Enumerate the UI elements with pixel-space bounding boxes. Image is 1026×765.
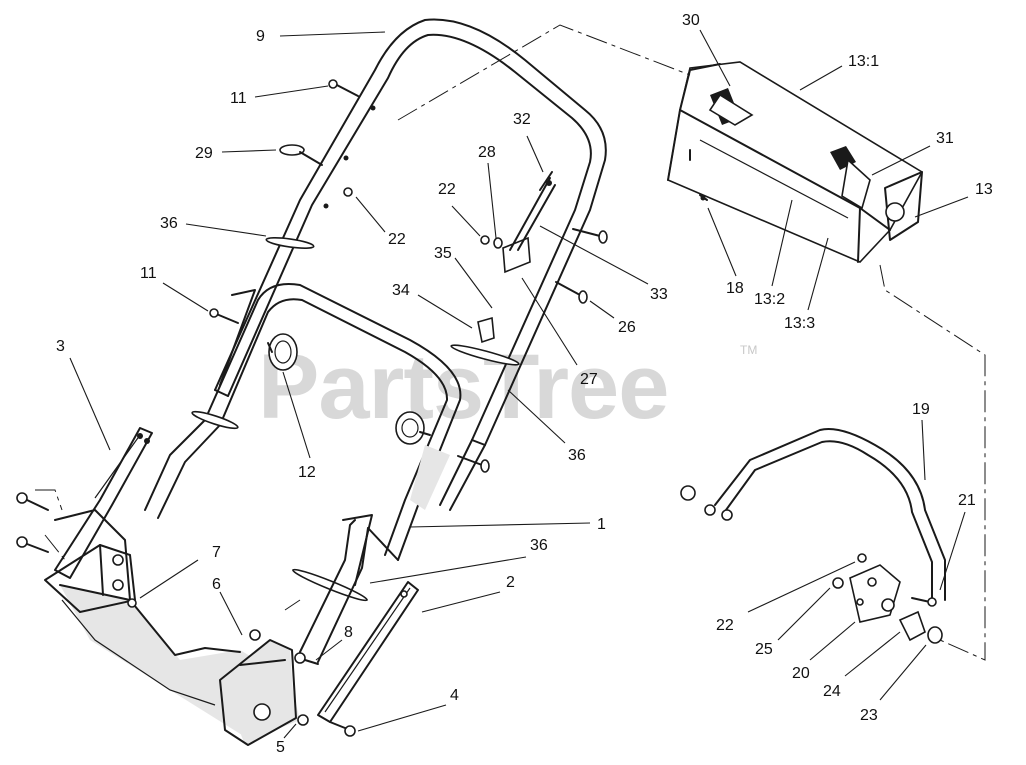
bolt-part-4 [329, 721, 356, 737]
callout-22-bail: 22 [716, 617, 734, 634]
callout-13-1: 13:1 [848, 53, 879, 70]
part-27-cable-guide [502, 177, 556, 274]
callout-31: 31 [936, 130, 954, 147]
callout-12: 12 [298, 464, 316, 481]
pin-part-29 [279, 144, 323, 166]
part-32-cable [539, 171, 553, 191]
callout-29: 29 [195, 145, 213, 162]
callout-13-2: 13:2 [754, 291, 785, 308]
part-1-lower-handle [299, 514, 373, 663]
callout-36-lower: 36 [530, 537, 548, 554]
bolt-part-11-upper [328, 79, 359, 97]
callout-24: 24 [823, 683, 841, 700]
bolt-left-bracket-upper [16, 492, 49, 511]
callout-9: 9 [256, 28, 265, 45]
handle-right-leg [410, 439, 486, 511]
connection-lines [35, 24, 986, 661]
part-3-lower-arm-left [54, 427, 153, 579]
right-handle-bracket [219, 639, 297, 746]
bolt-lower-handle [457, 455, 490, 473]
callout-13-3: 13:3 [784, 315, 815, 332]
watermark-trademark: TM [740, 343, 757, 357]
callout-20: 20 [792, 665, 810, 682]
washer-part-28 [493, 237, 503, 249]
part-20-bail-bracket [849, 564, 901, 623]
nut-part-7 [127, 598, 137, 608]
bolt-part-8 [294, 652, 319, 665]
part-2-lower-arm-right [317, 581, 419, 723]
callout-22-upper: 22 [388, 231, 406, 248]
bolt-part-26-lower [555, 281, 588, 304]
callout-34: 34 [392, 282, 410, 299]
callout-19: 19 [912, 401, 930, 418]
callout-28: 28 [478, 144, 496, 161]
bolt-part-26-upper [572, 228, 608, 244]
bolt-part-21 [911, 597, 937, 607]
washer-part-5 [297, 714, 309, 726]
callout-3: 3 [56, 338, 65, 355]
part-23-cap [927, 626, 943, 644]
callout-8: 8 [344, 624, 353, 641]
callout-11-lower: 11 [140, 265, 157, 282]
washer-part-6 [249, 629, 261, 641]
callout-7: 7 [212, 544, 221, 561]
callout-labels: 9 11 29 36 22 11 3 12 7 6 8 5 4 2 36 1 3… [56, 12, 993, 756]
part-13-control-panel [667, 61, 924, 263]
washer-part-25 [832, 577, 844, 589]
leader-lines [69, 29, 969, 739]
callout-4: 4 [450, 687, 459, 704]
callout-25: 25 [755, 641, 773, 658]
lower-handle-loop [144, 283, 462, 561]
callout-18: 18 [726, 280, 744, 297]
callout-36-right: 36 [568, 447, 586, 464]
callout-22-middle: 22 [438, 181, 456, 198]
part-36-pin-lower [292, 568, 368, 602]
callout-23: 23 [860, 707, 878, 724]
callout-35: 35 [434, 245, 452, 262]
part-9-upper-handle [214, 18, 607, 446]
callout-30: 30 [682, 12, 700, 29]
part-36-plate-right [450, 344, 520, 366]
nut-part-22-upper [343, 187, 353, 197]
callout-36-upper: 36 [160, 215, 178, 232]
callout-26: 26 [618, 319, 636, 336]
part-36-plate-upper [265, 237, 315, 249]
callout-21: 21 [958, 492, 976, 509]
callout-32: 32 [513, 111, 531, 128]
part-19-operator-bail [680, 428, 946, 601]
nut-part-22-bail [857, 553, 867, 563]
callout-13: 13 [975, 181, 993, 198]
callout-6: 6 [212, 576, 221, 593]
part-36-plate-middle [191, 410, 239, 430]
callout-27: 27 [580, 371, 598, 388]
callout-11-upper: 11 [230, 90, 247, 107]
part-34-clip [477, 316, 495, 344]
bolt-left-bracket-lower [16, 536, 49, 553]
callout-1: 1 [597, 516, 606, 533]
callout-2: 2 [506, 574, 515, 591]
callout-5: 5 [276, 739, 285, 756]
nut-part-22-middle [480, 235, 490, 245]
part-12-knob-right [395, 411, 431, 445]
part-24-cam [898, 610, 926, 642]
left-handle-bracket [44, 544, 136, 613]
callout-33: 33 [650, 286, 668, 303]
part-12-knob-left [267, 333, 298, 371]
bolt-part-11-lower [209, 308, 239, 324]
